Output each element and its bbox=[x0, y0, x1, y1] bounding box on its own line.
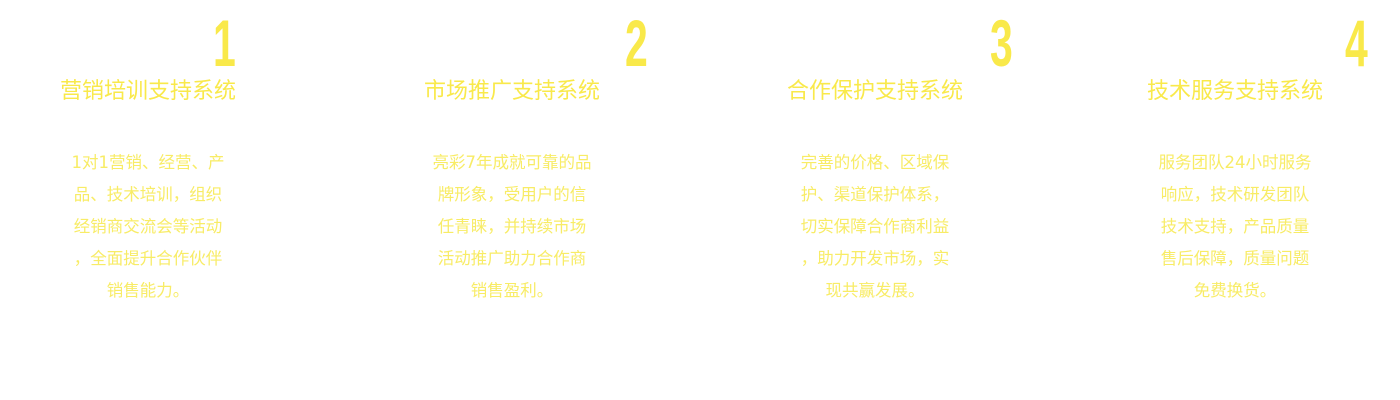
description-line: 完善的价格、区域保 bbox=[800, 153, 950, 172]
description-line: 亮彩7年成就可靠的品 bbox=[432, 153, 592, 172]
column-title: 营销培训支持系统 bbox=[59, 79, 236, 104]
description-line: 销售盈利。 bbox=[470, 281, 554, 300]
column-description: 亮彩7年成就可靠的品 牌形象，受用户的信 任青睐，并持续市场 活动推广助力合作商… bbox=[422, 147, 602, 307]
description-line: 护、渠道保护体系， bbox=[800, 185, 950, 204]
description-line: ，助力开发市场，实 bbox=[800, 249, 950, 268]
description-line: 技术支持，产品质量 bbox=[1160, 217, 1310, 236]
column-description: 服务团队24小时服务 响应，技术研发团队 技术支持，产品质量 售后保障，质量问题… bbox=[1145, 147, 1325, 307]
description-line: 切实保障合作商利益 bbox=[800, 217, 950, 236]
description-line: 服务团队24小时服务 bbox=[1158, 153, 1312, 172]
support-column-marketing-training: 1 营销培训支持系统 1对1营销、经营、产 品、技术培训，组织 经销商交流会等活… bbox=[0, 0, 298, 400]
support-column-cooperation-protection: 3 合作保护支持系统 完善的价格、区域保 护、渠道保护体系， 切实保障合作商利益… bbox=[725, 0, 1025, 400]
column-description: 完善的价格、区域保 护、渠道保护体系， 切实保障合作商利益 ，助力开发市场，实 … bbox=[785, 147, 965, 307]
column-title: 市场推广支持系统 bbox=[423, 79, 600, 104]
description-line: ，全面提升合作伙伴 bbox=[73, 249, 223, 268]
description-line: 响应，技术研发团队 bbox=[1160, 185, 1310, 204]
description-line: 活动推广助力合作商 bbox=[437, 249, 587, 268]
description-line: 经销商交流会等活动 bbox=[73, 217, 223, 236]
description-line: 品、技术培训，组织 bbox=[73, 185, 223, 204]
column-title: 技术服务支持系统 bbox=[1146, 79, 1323, 104]
column-description: 1对1营销、经营、产 品、技术培训，组织 经销商交流会等活动 ，全面提升合作伙伴… bbox=[58, 147, 238, 307]
column-title: 合作保护支持系统 bbox=[786, 79, 963, 104]
column-number: 1 bbox=[213, 6, 236, 80]
support-column-market-promotion: 2 市场推广支持系统 亮彩7年成就可靠的品 牌形象，受用户的信 任青睐，并持续市… bbox=[362, 0, 662, 400]
description-line: 免费换货。 bbox=[1193, 281, 1277, 300]
column-number: 2 bbox=[625, 6, 648, 80]
description-line: 售后保障，质量问题 bbox=[1160, 249, 1310, 268]
description-line: 牌形象，受用户的信 bbox=[437, 185, 587, 204]
description-line: 销售能力。 bbox=[106, 281, 190, 300]
description-line: 现共赢发展。 bbox=[825, 281, 925, 300]
description-line: 任青睐，并持续市场 bbox=[437, 217, 587, 236]
description-line: 1对1营销、经营、产 bbox=[71, 153, 225, 172]
column-number: 4 bbox=[1345, 6, 1368, 80]
column-number: 3 bbox=[990, 6, 1013, 80]
support-column-technical-service: 4 技术服务支持系统 服务团队24小时服务 响应，技术研发团队 技术支持，产品质… bbox=[1085, 0, 1385, 400]
